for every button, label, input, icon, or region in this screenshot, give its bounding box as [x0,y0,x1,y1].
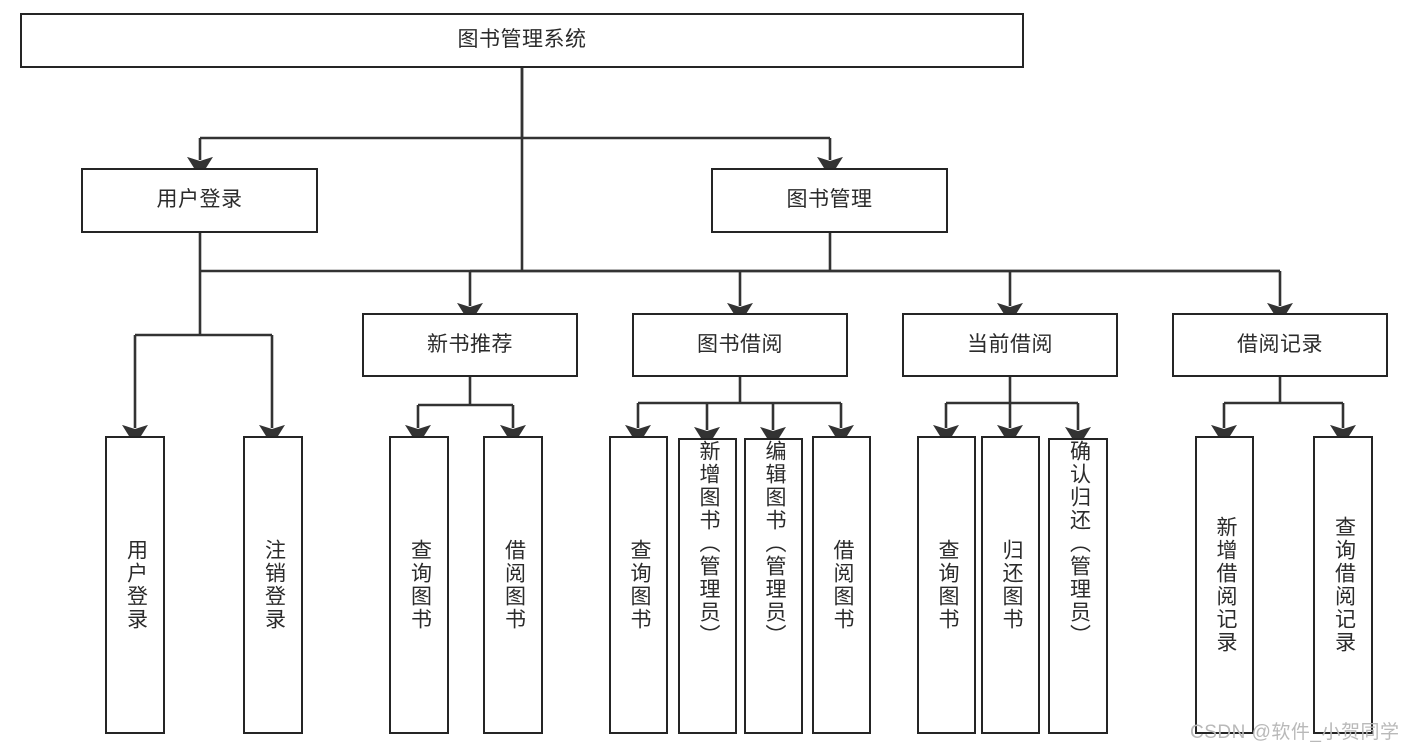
node-leaf-query-book-1-label: 查询图书 [408,539,432,631]
node-book-manage[interactable]: 图书管理 [711,168,948,233]
node-leaf-query-record-label: 查询借阅记录 [1332,516,1356,654]
node-leaf-query-record[interactable]: 查询借阅记录 [1313,436,1373,734]
node-leaf-logout-login-label: 注销登录 [262,539,286,631]
node-leaf-user-login-label: 用户登录 [124,539,148,631]
node-current-borrow-label: 当前借阅 [967,332,1053,356]
node-leaf-add-record-label: 新增借阅记录 [1213,516,1237,654]
node-book-manage-label: 图书管理 [786,188,873,212]
node-leaf-query-book-2[interactable]: 查询图书 [609,436,668,734]
node-book-borrow[interactable]: 图书借阅 [632,313,848,377]
node-leaf-borrow-book-2[interactable]: 借阅图书 [812,436,871,734]
node-user-login-label: 用户登录 [156,188,243,212]
node-leaf-query-book-2-label: 查询图书 [627,539,651,631]
node-leaf-query-book-1[interactable]: 查询图书 [389,436,449,734]
node-leaf-add-book-label: 新增图书（管理员） [696,440,720,647]
node-leaf-add-book[interactable]: 新增图书（管理员） [678,438,737,734]
node-root-label: 图书管理系统 [457,28,587,52]
node-leaf-edit-book-label: 编辑图书（管理员） [762,440,786,647]
node-leaf-borrow-book-2-label: 借阅图书 [830,539,854,631]
node-leaf-return-book-label: 归还图书 [999,539,1023,631]
node-leaf-logout-login[interactable]: 注销登录 [243,436,303,734]
node-leaf-user-login[interactable]: 用户登录 [105,436,165,734]
node-current-borrow[interactable]: 当前借阅 [902,313,1118,377]
watermark-text: CSDN @软件_小贺同学 [1190,722,1400,743]
node-new-book-recommend-label: 新书推荐 [427,332,513,356]
node-leaf-edit-book[interactable]: 编辑图书（管理员） [744,438,803,734]
node-leaf-borrow-book-1[interactable]: 借阅图书 [483,436,543,734]
node-borrow-record[interactable]: 借阅记录 [1172,313,1388,377]
node-leaf-query-book-3[interactable]: 查询图书 [917,436,976,734]
node-user-login[interactable]: 用户登录 [81,168,318,233]
node-leaf-return-book[interactable]: 归还图书 [981,436,1040,734]
node-leaf-query-book-3-label: 查询图书 [935,539,959,631]
node-new-book-recommend[interactable]: 新书推荐 [362,313,578,377]
node-borrow-record-label: 借阅记录 [1237,332,1323,356]
node-leaf-borrow-book-1-label: 借阅图书 [502,539,526,631]
node-book-borrow-label: 图书借阅 [697,332,783,356]
node-leaf-confirm-return-label: 确认归还（管理员） [1067,440,1091,647]
node-leaf-confirm-return[interactable]: 确认归还（管理员） [1048,438,1108,734]
node-root[interactable]: 图书管理系统 [20,13,1024,68]
node-leaf-add-record[interactable]: 新增借阅记录 [1195,436,1254,734]
